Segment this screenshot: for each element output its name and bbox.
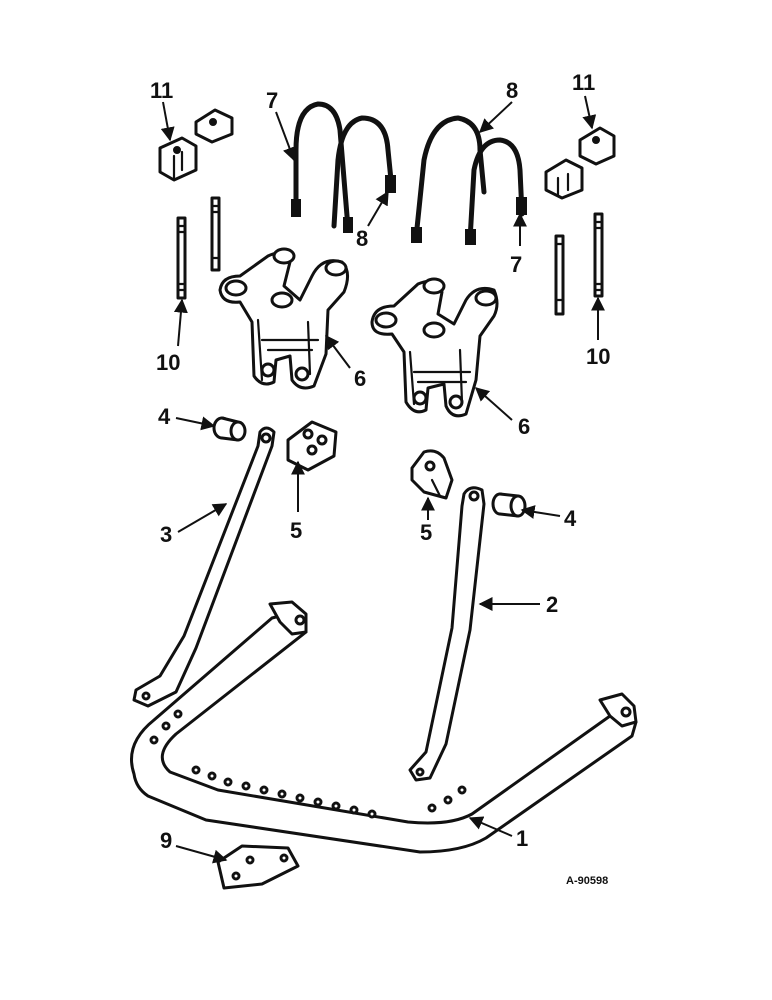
bracket-11-right [544,126,616,200]
frame-1 [130,600,638,854]
callout-4-left: 4 [158,404,171,429]
callout-7-right: 7 [510,252,522,277]
u-bolt-8-left [331,115,396,229]
u-bolt-7-right [465,137,527,245]
callout-10-left: 10 [156,350,180,375]
reference-code: A-90598 [566,875,608,887]
pin-4-left [212,416,247,442]
callout-6-right: 6 [518,414,530,439]
callout-3: 3 [160,522,172,547]
callout-10-right: 10 [586,344,610,369]
u-bolt-8-right [411,115,487,243]
callout-2: 2 [546,592,558,617]
block-5-left [286,420,338,472]
stud-10-left [176,196,221,300]
pin-4-right [491,492,527,518]
callout-7-left: 7 [266,88,278,113]
u-bolt-7-left [291,101,353,233]
bracket-11-left [158,108,234,182]
block-5-right [410,449,454,500]
callout-4-right: 4 [564,506,577,531]
stud-10-right [554,212,604,316]
callout-11-left: 11 [150,78,173,103]
callout-8-left: 8 [356,226,368,251]
leader-lines [160,95,605,864]
callout-8-right: 8 [506,78,518,103]
callout-5-right: 5 [420,520,432,545]
brace-2 [408,486,486,782]
plate-9 [216,844,300,890]
callout-6-left: 6 [354,366,366,391]
callout-1: 1 [516,826,528,851]
callout-9: 9 [160,828,172,853]
brace-3 [132,426,276,708]
casting-6-left [218,247,349,390]
casting-6-right [370,277,499,418]
callout-11-right: 11 [572,70,595,95]
callout-5-left: 5 [290,518,302,543]
